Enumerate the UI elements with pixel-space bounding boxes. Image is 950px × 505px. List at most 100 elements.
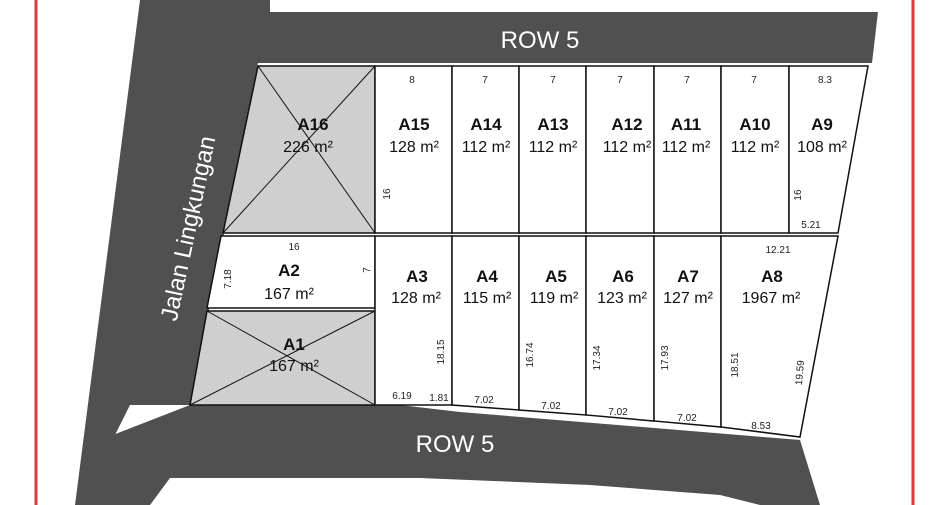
dim-a9-side: 16 [793,189,804,201]
plot-area-a16: 226 m² [283,139,333,156]
plot-area-a9: 108 m² [797,139,847,156]
dim-a6-side: 17.34 [592,345,603,370]
plot-area-a12-value: 112 [603,139,629,156]
plot-area-a4-unit: m² [493,290,512,307]
plot-area-a1-unit: m² [300,358,319,375]
road-top-row5 [200,0,878,63]
plot-area-a5-value: 119 [530,290,556,307]
plot-area-a15-unit: m² [420,139,439,156]
plot-name-a7: A7 [677,267,699,286]
plot-area-a16-unit: m² [314,139,333,156]
dim-a3-bottom-left: 6.19 [392,391,412,402]
plot-area-a14-unit: m² [492,139,511,156]
plot-area-a8-value: 1967 [742,290,778,307]
plot-area-a7-value: 127 [663,290,690,307]
plot-area-a6: 123 m² [597,290,647,307]
plot-area-a10: 112 m² [731,139,780,156]
plot-name-a6: A6 [612,267,634,286]
dim-a4-bottom: 7.02 [474,395,494,406]
plot-area-a6-unit: m² [628,290,647,307]
plot-area-a1: 167 m² [269,358,319,375]
dim-a11-top: 7 [684,75,690,86]
dim-a8-right: 19.59 [794,359,807,385]
plot-name-a4: A4 [476,267,498,286]
plot-a5[interactable] [518,235,587,416]
plot-area-a8: 1967 m² [742,290,801,307]
plot-name-a11: A11 [671,115,701,134]
plot-area-a13-unit: m² [559,139,578,156]
plot-name-a13: A13 [537,115,568,134]
road-side-jalan-lingkungan [75,0,258,505]
dim-a8-top: 12.21 [765,245,790,256]
plot-name-a3: A3 [406,267,428,286]
plot-area-a5-unit: m² [560,290,579,307]
plot-area-a14-value: 112 [462,139,488,156]
dim-a2-top: 16 [288,242,300,253]
plot-area-a10-value: 112 [731,139,757,156]
plot-name-a2: A2 [278,261,300,280]
plot-a16-cross-1 [257,65,376,234]
plot-area-a8-unit: m² [782,290,801,307]
dim-a13-top: 7 [550,75,556,86]
plot-area-a10-unit: m² [761,139,780,156]
road-bottom-label: ROW 5 [416,431,495,458]
road-bottom-fill [130,405,805,470]
plot-area-a6-value: 123 [597,290,624,307]
plot-name-a10: A10 [739,115,770,134]
plot-a8[interactable] [720,235,839,438]
plot-name-a1: A1 [283,335,305,354]
plot-a1-cross-1 [206,310,376,406]
plot-area-a2-unit: m² [295,286,314,303]
plot-area-a12: 112 m² [603,139,652,156]
plot-area-a7: 127 m² [663,290,713,307]
plot-a7[interactable] [653,235,722,428]
plot-area-a3: 128 m² [391,290,441,307]
dim-a12-top: 7 [617,75,623,86]
plot-name-a15: A15 [398,115,429,134]
dim-a5-side: 16.74 [525,342,536,367]
plot-area-a1-value: 167 [269,358,296,375]
plot-area-a2-value: 167 [264,286,291,303]
plot-area-a12-unit: m² [633,139,652,156]
plot-name-a14: A14 [470,115,502,134]
plot-name-a12: A12 [611,115,642,134]
dim-a10-top: 7 [751,75,757,86]
plot-area-a14: 112 m² [462,139,511,156]
dim-a8-bottom: 8.53 [751,421,771,432]
plot-area-a4: 115 m² [463,290,512,307]
plot-name-a9: A9 [811,115,833,134]
plot-a1-cross-2 [189,310,376,406]
plot-area-a9-unit: m² [828,139,847,156]
plot-a9[interactable] [788,65,869,234]
plot-area-a13-value: 112 [529,139,555,156]
dim-a7-side: 17.93 [660,345,671,370]
dim-a3-bottom-right: 1.81 [429,393,449,404]
dim-a9-top: 8.3 [818,75,832,86]
plot-area-a4-value: 115 [463,290,489,307]
plot-area-a7-unit: m² [694,290,713,307]
dim-a8-left: 18.51 [730,352,741,377]
dim-a7-bottom: 7.02 [677,413,697,424]
plot-area-a16-value: 226 [283,139,310,156]
plot-area-a3-value: 128 [391,290,418,307]
plot-a3[interactable] [374,235,453,406]
plot-a16-cross-2 [222,65,376,234]
dim-a2-right: 7 [362,267,373,273]
dim-a2-left: 7.18 [223,269,234,289]
plot-area-a15-value: 128 [389,139,416,156]
plot-a4[interactable] [451,235,520,411]
dim-a9-bottom: 5.21 [801,220,821,231]
road-top-label: ROW 5 [501,27,580,54]
plot-name-a8: A8 [761,267,783,286]
dim-a15-top: 8 [409,75,415,86]
plot-area-a9-value: 108 [797,139,824,156]
plot-area-a15: 128 m² [389,139,439,156]
dim-a3-side: 18.15 [436,339,447,364]
plot-area-a3-unit: m² [422,290,441,307]
dim-a15-side: 16 [382,188,393,200]
dim-a6-bottom: 7.02 [608,407,628,418]
dim-a14-top: 7 [482,75,488,86]
dim-a5-bottom: 7.02 [541,401,561,412]
plot-a6[interactable] [585,235,655,422]
